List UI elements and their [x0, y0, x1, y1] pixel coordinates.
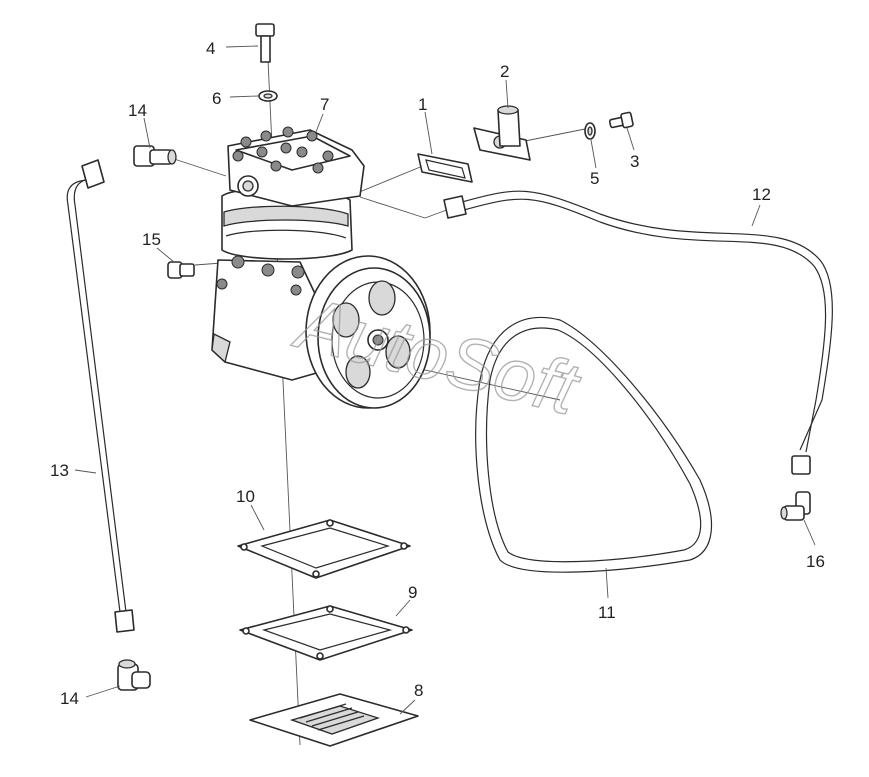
callout-4: 4	[206, 39, 215, 58]
callout-3: 3	[630, 152, 639, 171]
callout-14-top: 14	[128, 101, 147, 120]
elbow-fitting-14-top	[133, 145, 177, 167]
callout-7: 7	[320, 95, 329, 114]
bolt-4	[255, 23, 275, 63]
callout-10: 10	[236, 487, 255, 506]
callout-6: 6	[212, 89, 221, 108]
belt-11	[475, 316, 713, 573]
gasket-1	[417, 153, 473, 183]
callout-2: 2	[500, 62, 509, 81]
fitting-15	[167, 261, 195, 279]
pipe-13	[66, 159, 135, 633]
bolt-3	[608, 111, 634, 129]
callout-1: 1	[418, 95, 427, 114]
callout-15: 15	[142, 230, 161, 249]
callout-14-bottom: 14	[60, 689, 79, 708]
valve-plate-8	[249, 693, 419, 747]
pipe-12	[443, 190, 833, 475]
callout-labels: 4 6 7 1 2 3 5 12 14 15 13 14 10 9 8 11 1…	[50, 39, 825, 708]
callout-13: 13	[50, 461, 69, 480]
callout-16: 16	[806, 552, 825, 571]
compressor-7	[211, 126, 431, 409]
flange-fitting-2	[473, 105, 531, 161]
elbow-fitting-16	[780, 491, 811, 521]
washer-6	[258, 90, 278, 102]
callout-11: 11	[598, 603, 616, 622]
gasket-9	[239, 605, 413, 661]
elbow-fitting-14-bottom	[117, 659, 151, 691]
watermark: AutoSoft	[286, 280, 589, 431]
callout-8: 8	[414, 681, 423, 700]
head-bolts	[232, 126, 334, 174]
pulley	[305, 255, 431, 409]
washer-5	[584, 122, 596, 140]
gasket-10	[237, 519, 411, 579]
callout-12: 12	[752, 185, 771, 204]
callout-9: 9	[408, 583, 417, 602]
callout-5: 5	[590, 169, 599, 188]
callout-leaders	[74, 45, 816, 715]
